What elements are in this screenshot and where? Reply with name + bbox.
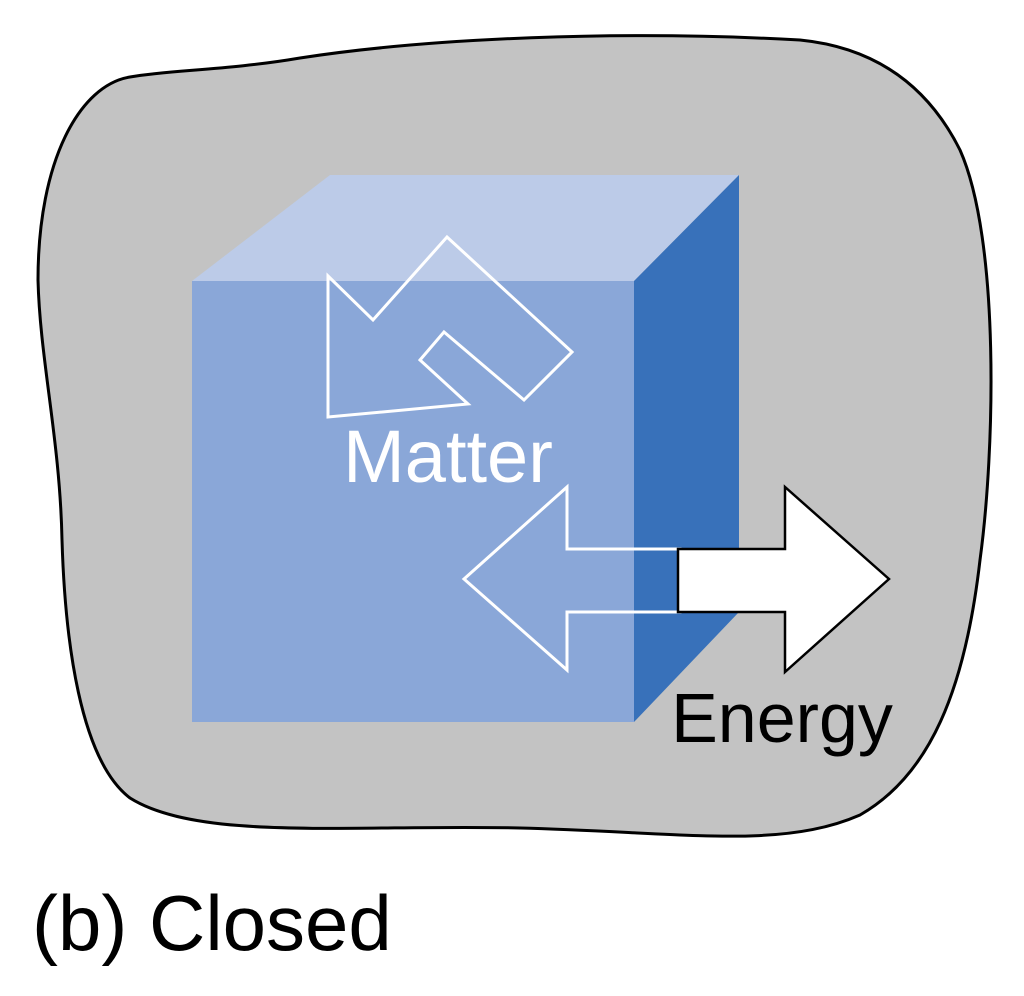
matter-label: Matter xyxy=(343,415,553,498)
energy-label: Energy xyxy=(671,679,893,757)
energy-outward-arrow-icon xyxy=(676,484,891,675)
system-cube-front-face xyxy=(192,281,634,722)
system-cube-top-face xyxy=(192,175,739,281)
figure-caption: (b) Closed xyxy=(32,879,392,967)
matter-arrow-icon xyxy=(326,234,575,419)
